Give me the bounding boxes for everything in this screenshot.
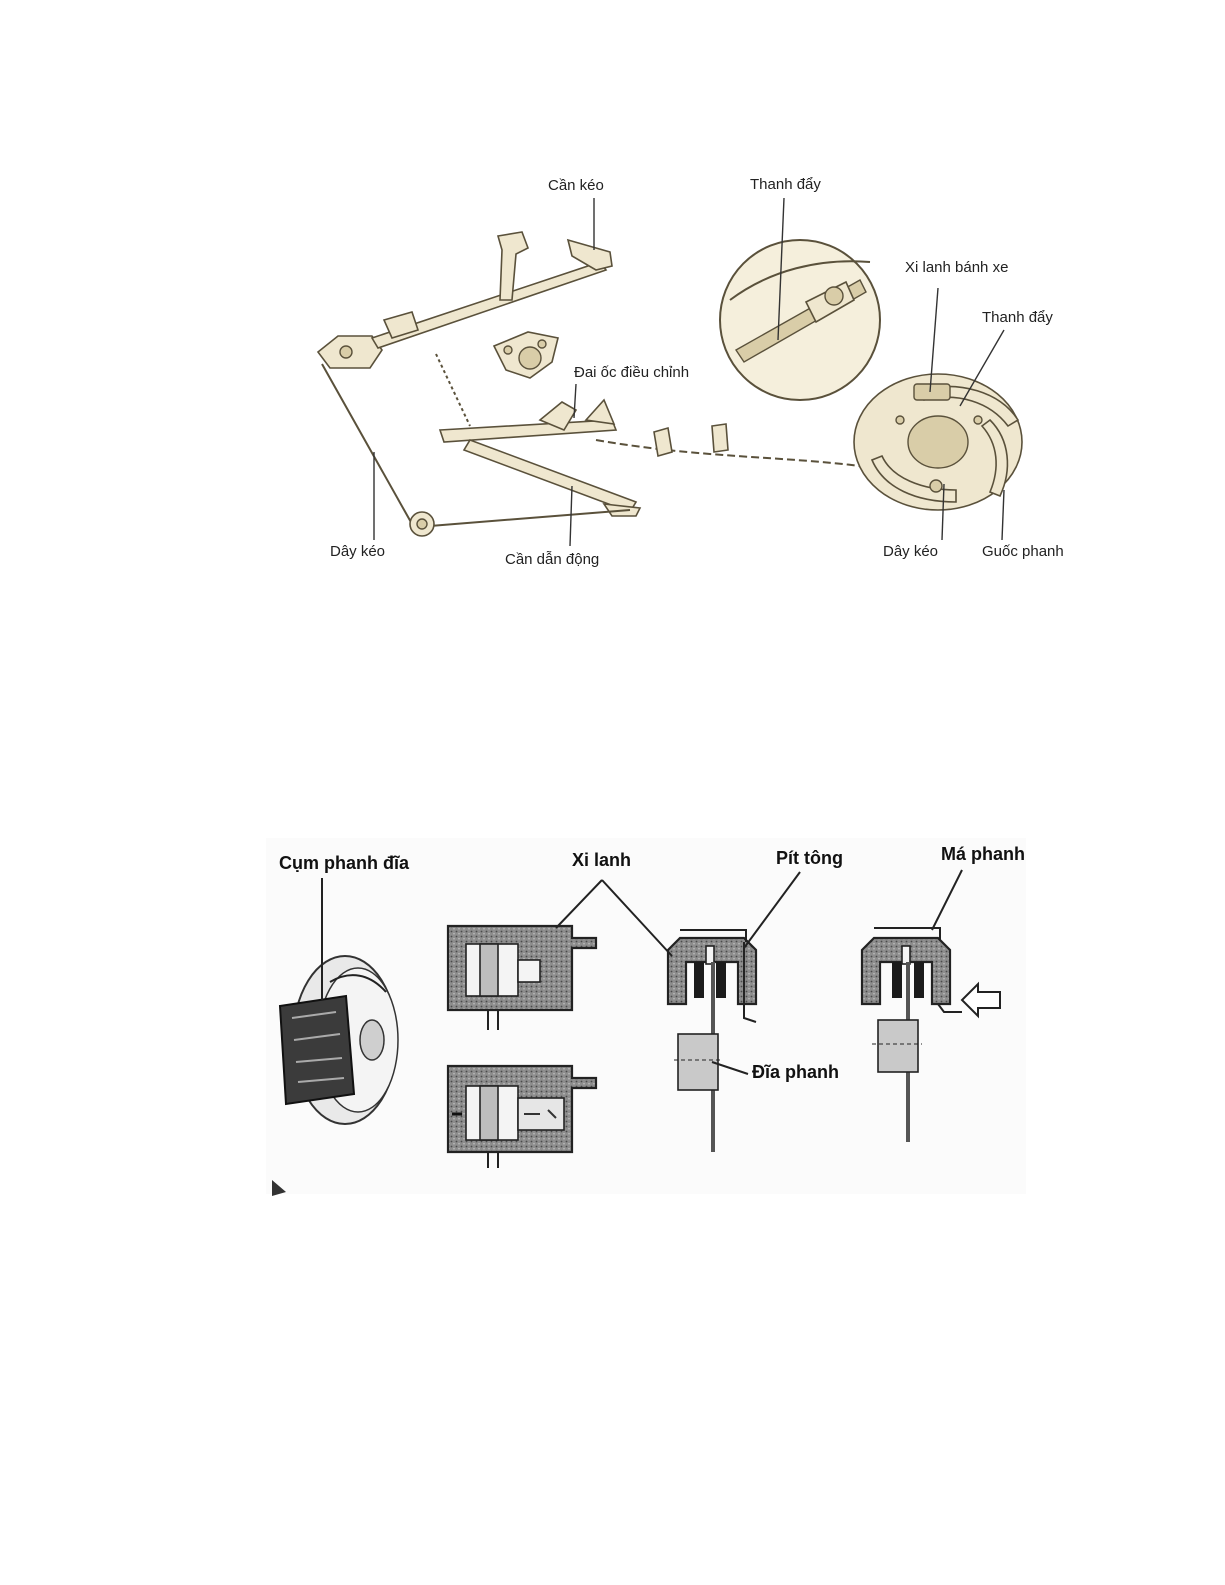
label-thanh-day-top: Thanh đẩy — [750, 176, 821, 193]
disc-brake-operation-diagram: Cụm phanh đĩa Xi lanh Pít tông Má phanh … — [0, 800, 1225, 1220]
cable-bracket-1 — [654, 428, 672, 456]
label-day-keo-left: Dây kéo — [330, 543, 385, 560]
label-xi-lanh-banh-xe: Xi lanh bánh xe — [905, 259, 1008, 276]
label-pit-tong: Pít tông — [776, 848, 843, 868]
parking-brake-linkage-diagram: Cần kéo Thanh đẩy Xi lanh bánh xe Thanh … — [0, 0, 1225, 620]
label-guoc-phanh: Guốc phanh — [982, 543, 1064, 560]
cable-bracket-2 — [712, 424, 728, 452]
mounting-plate — [494, 332, 558, 378]
label-xi-lanh: Xi lanh — [572, 850, 631, 870]
label-thanh-day-right: Thanh đẩy — [982, 309, 1053, 326]
label-dia-phanh: Đĩa phanh — [752, 1062, 839, 1082]
label-day-keo-right: Dây kéo — [883, 543, 938, 560]
front-cable — [322, 364, 412, 524]
hand-lever — [318, 232, 612, 368]
label-dai-oc-dieu-chinh: Đai ốc điều chỉnh — [574, 364, 689, 381]
push-rod-inset — [720, 240, 880, 400]
cable-pulley — [410, 512, 434, 536]
lower-cable — [430, 510, 630, 526]
label-can-dan-dong: Cần dẫn động — [505, 551, 599, 568]
drum-brake-assembly — [854, 374, 1022, 510]
label-cum-phanh-dia: Cụm phanh đĩa — [279, 853, 410, 873]
label-ma-phanh: Má phanh — [941, 844, 1025, 864]
label-can-keo: Cần kéo — [548, 177, 604, 194]
